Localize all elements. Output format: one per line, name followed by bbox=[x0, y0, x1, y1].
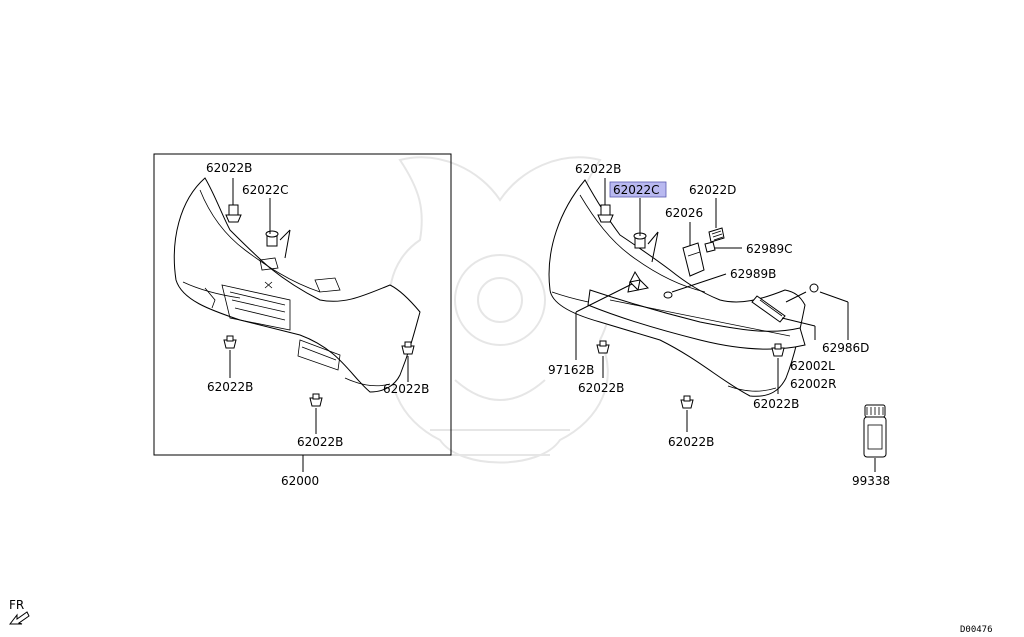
clip-62022b-mid-right bbox=[596, 340, 610, 354]
clip-62022b-bottom-right-center bbox=[680, 395, 694, 409]
bracket-62026 bbox=[682, 242, 705, 277]
label-62022c-right[interactable]: 62022C bbox=[613, 183, 660, 197]
label-62022b-top-left[interactable]: 62022B bbox=[206, 161, 252, 175]
label-62022d[interactable]: 62022D bbox=[689, 183, 736, 197]
label-62022b-mid-right[interactable]: 62022B bbox=[578, 381, 624, 395]
touch-up-paint-99338 bbox=[863, 404, 887, 458]
front-direction-indicator: FR bbox=[8, 598, 30, 625]
label-62026[interactable]: 62026 bbox=[665, 206, 703, 220]
label-62022c-left[interactable]: 62022C bbox=[242, 183, 289, 197]
label-62022b-right-end[interactable]: 62022B bbox=[753, 397, 799, 411]
retainer-62022d bbox=[708, 227, 725, 243]
front-arrow-icon bbox=[8, 611, 30, 625]
leader-lines-left bbox=[229, 178, 409, 472]
label-62022b-bottom-right-center[interactable]: 62022B bbox=[668, 435, 714, 449]
label-62986d[interactable]: 62986D bbox=[822, 341, 869, 355]
highlight-62022c bbox=[609, 181, 667, 198]
label-62989c[interactable]: 62989C bbox=[746, 242, 793, 256]
label-97162b[interactable]: 97162B bbox=[548, 363, 594, 377]
bumper-reinforcement bbox=[587, 289, 806, 350]
clip-62022b-right-side bbox=[401, 341, 415, 355]
front-bumper-assembly bbox=[173, 177, 421, 393]
clip-62022b-top-left bbox=[225, 204, 242, 223]
fr-label: FR bbox=[9, 598, 24, 612]
reflector-62002 bbox=[751, 295, 786, 323]
label-62989b[interactable]: 62989B bbox=[730, 267, 776, 281]
screw-62989b bbox=[663, 291, 673, 299]
label-62002l[interactable]: 62002L bbox=[790, 359, 835, 373]
label-62022b-right-side[interactable]: 62022B bbox=[383, 382, 429, 396]
label-99338[interactable]: 99338 bbox=[852, 474, 890, 488]
screw-62989c bbox=[704, 241, 716, 253]
leader-lines-right bbox=[575, 178, 876, 472]
clip-62022b-mid-left bbox=[223, 335, 237, 349]
clip-62022c-left bbox=[265, 230, 279, 247]
label-62002r[interactable]: 62002R bbox=[790, 377, 837, 391]
diagram-id: D00476 bbox=[960, 625, 993, 635]
bolt-62986d bbox=[785, 283, 819, 303]
clip-62022b-bottom-center bbox=[309, 393, 323, 407]
label-62000[interactable]: 62000 bbox=[281, 474, 319, 488]
label-62022b-mid-left[interactable]: 62022B bbox=[207, 380, 253, 394]
label-62022b-bottom-center[interactable]: 62022B bbox=[297, 435, 343, 449]
clip-62022b-right-end bbox=[771, 343, 785, 357]
label-62022b-top-right[interactable]: 62022B bbox=[575, 162, 621, 176]
